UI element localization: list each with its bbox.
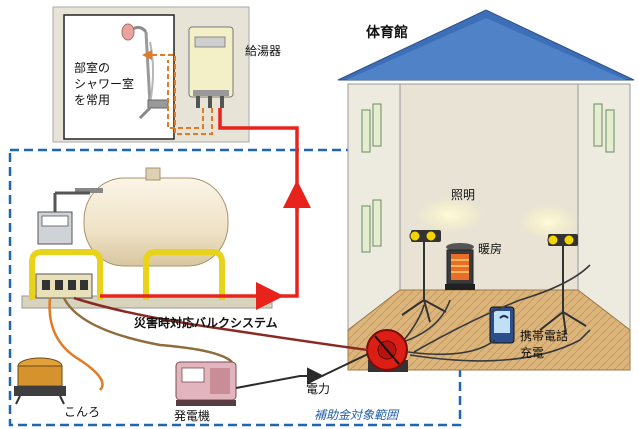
power-line	[235, 353, 369, 389]
power-label: 電力	[306, 382, 331, 396]
generator-label: 発電機	[174, 409, 211, 423]
stove-icon	[14, 357, 66, 405]
gymnasium-label: 体育館	[366, 25, 408, 41]
stove-label: こんろ	[64, 405, 101, 419]
heater-icon	[445, 243, 475, 290]
phone-icon	[489, 306, 515, 344]
supply-hoses	[48, 296, 369, 391]
gas-meter-icon	[37, 191, 90, 245]
left-light-stand-icon	[401, 197, 484, 323]
heating-label: 暖房	[478, 242, 503, 256]
lighting-label: 照明	[451, 188, 476, 202]
power-cords	[399, 264, 591, 362]
supply-unit-icon	[35, 273, 93, 299]
generator-icon	[175, 361, 237, 406]
subsidy-scope-label: 補助金対象範囲	[314, 408, 399, 422]
water-heater-icon	[188, 26, 234, 108]
phone-label-line1: 携帯電話	[520, 329, 569, 343]
gas-supply-line	[100, 108, 311, 310]
cable-reel-icon	[366, 329, 408, 372]
system-label: 災害時対応バルクシステム	[134, 316, 278, 330]
phone-label-line2: 充電	[520, 346, 545, 360]
protection-rail-icon	[29, 249, 225, 300]
hot-water-pipe	[142, 50, 213, 135]
room-label-line3: を常用	[74, 93, 111, 107]
right-light-stand-icon	[518, 204, 587, 335]
water-heater-label: 給湯器	[245, 44, 282, 58]
gymnasium-building	[337, 9, 635, 371]
shower-icon	[121, 23, 169, 120]
room-label-line2: シャワー室	[74, 77, 135, 91]
bulk-tank-icon	[21, 167, 273, 309]
room-label-line1: 部室の	[74, 61, 111, 75]
